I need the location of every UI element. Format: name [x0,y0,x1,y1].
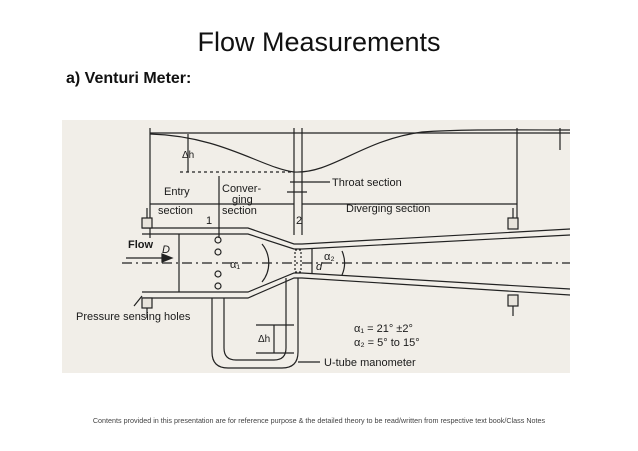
converging-label-3: section [222,205,257,217]
entry-label-1: Entry [164,186,190,198]
alpha1-value-label: α₁ = 21° ±2° [354,323,413,335]
slide-subtitle: a) Venturi Meter: [66,70,192,87]
pressure-holes-label: Pressure sensing holes [76,311,191,323]
alpha2-label: α₂ [324,251,335,263]
alpha2-value-label: α₂ = 5° to 15° [354,337,420,349]
venturi-meter-figure: Δh Entry section 1 Conver- ging section … [62,120,571,373]
utube-manometer-label: U-tube manometer [324,357,416,369]
slide-footer-note: Contents provided in this presentation a… [92,416,546,425]
venturi-diagram: Δh Entry section 1 Conver- ging section … [62,120,571,373]
entry-number: 1 [206,215,212,227]
throat-section-label: Throat section [332,177,402,189]
converging-label-1: Conver- [222,183,261,195]
alpha1-label: α₁ [230,259,240,271]
diameter-d-label: d [316,261,323,273]
diameter-D-label: D [162,244,170,256]
delta-h-manometer-label: Δh [258,334,270,345]
slide-title: Flow Measurements [197,27,441,57]
delta-h-top-label: Δh [182,150,194,161]
converging-label-2: ging [232,194,253,206]
flow-label: Flow [128,239,153,251]
throat-number: 2 [296,215,302,227]
diverging-section-label: Diverging section [346,203,430,215]
entry-label-2: section [158,205,193,217]
